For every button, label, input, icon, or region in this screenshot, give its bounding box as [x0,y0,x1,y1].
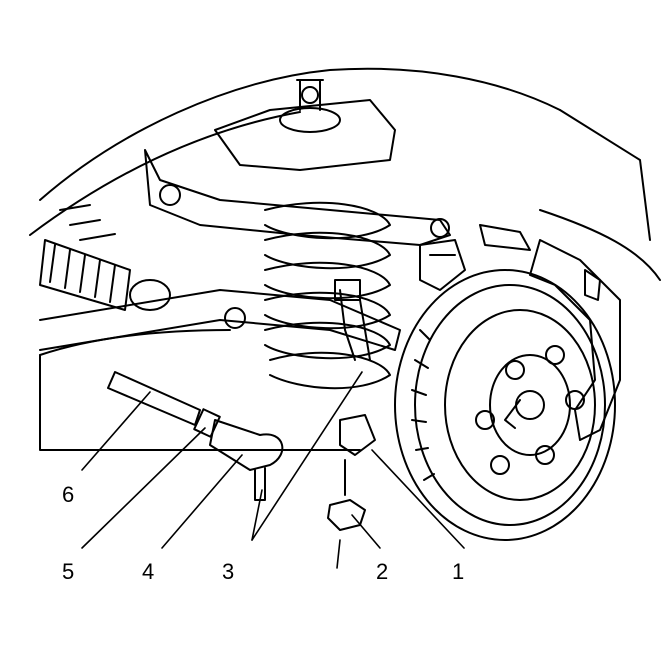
callout-1: 1 [452,559,465,584]
strut-mount [214,79,396,171]
coil-spring [264,201,391,390]
knuckle-nut [327,414,376,531]
stabilizer-link [334,279,371,361]
callout-5: 5 [62,559,75,584]
brake-caliper [479,224,621,441]
callout-6: 6 [62,482,75,507]
wheel-hub [475,345,585,475]
lower-control-arm [39,289,401,351]
callout-4: 4 [142,559,155,584]
upper-control-arm [144,149,451,246]
steering-rack-boot [39,239,171,311]
callout-2: 2 [376,559,389,584]
callout-3: 3 [222,559,235,584]
upper-ball-joint [419,239,466,291]
tie-rod-assembly [107,371,284,501]
brake-rotor [394,269,616,541]
leader-lines [81,371,465,569]
fender-body-outline [29,67,661,451]
